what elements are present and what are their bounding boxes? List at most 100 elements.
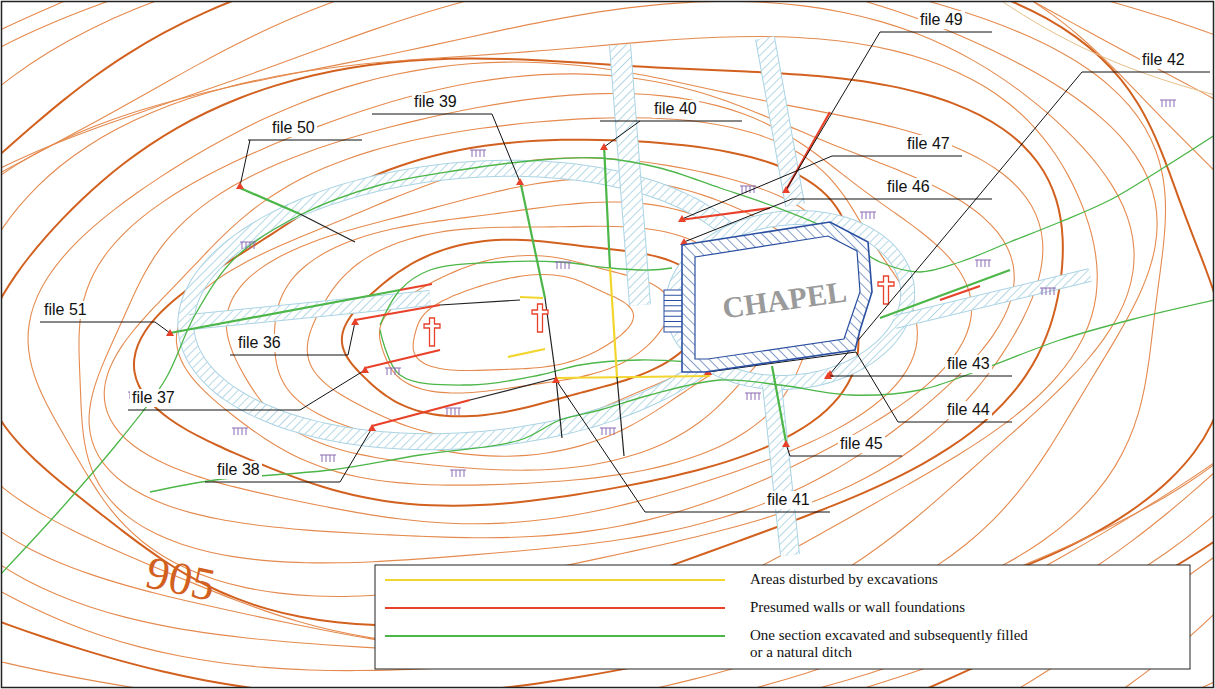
label-underline — [645, 512, 830, 513]
slope-ticks — [445, 408, 461, 415]
file-label: file 39 — [412, 93, 459, 111]
contour-line — [89, 93, 972, 537]
label-underline — [248, 140, 362, 141]
file-label: file 47 — [905, 135, 952, 153]
label-underline — [40, 322, 155, 323]
file-label: file 43 — [945, 355, 992, 373]
file-label: file 45 — [838, 435, 885, 453]
label-underline — [600, 121, 742, 122]
legend-swatch — [385, 635, 725, 637]
hatched-band — [186, 168, 754, 442]
trench-line — [400, 284, 432, 290]
file-label: file 44 — [945, 401, 992, 419]
file-label: file 42 — [1140, 51, 1187, 69]
slope-ticks — [470, 150, 486, 157]
legend-text: Areas disturbed by excavations — [750, 571, 1035, 588]
trench-line — [604, 145, 610, 268]
label-underline — [792, 199, 992, 200]
legend-text: Presumed walls or wall foundations — [750, 599, 1035, 616]
leader-line — [786, 32, 880, 190]
trench-line — [556, 376, 710, 378]
hatched-band — [672, 218, 907, 383]
leader-marker — [552, 376, 560, 383]
road-line — [1000, 2, 1213, 95]
leader-marker — [678, 215, 686, 222]
leader-line — [340, 428, 372, 482]
leader-line — [300, 370, 365, 410]
legend-swatch — [385, 607, 725, 609]
elevation-label: 905 — [140, 548, 221, 610]
ditch-line — [2, 135, 1213, 575]
trench-line — [610, 268, 617, 377]
leader-line — [682, 156, 832, 219]
trench-line — [508, 349, 545, 357]
leader-marker — [351, 318, 359, 325]
slope-ticks — [975, 260, 991, 267]
leader-line — [155, 322, 170, 333]
file-label: file 46 — [885, 178, 932, 196]
label-underline — [832, 156, 962, 157]
hatched-band — [620, 45, 640, 305]
trench-line — [880, 270, 1010, 318]
slope-ticks — [1040, 288, 1056, 295]
hatched-band — [895, 275, 1090, 322]
leader-line — [604, 121, 640, 147]
ditch-line — [380, 261, 672, 325]
slope-ticks — [232, 428, 248, 435]
trench-line — [240, 188, 300, 214]
leader-marker — [824, 372, 832, 379]
legend-text: One section excavated and subsequently f… — [750, 627, 1035, 661]
contour-line — [307, 226, 741, 438]
leader-marker — [782, 440, 790, 447]
leader-marker — [236, 182, 244, 189]
contour-line — [2, 58, 1063, 625]
slope-ticks — [450, 470, 466, 477]
grave-cross — [532, 304, 548, 332]
contour-line — [413, 275, 633, 371]
label-underline — [1082, 72, 1210, 73]
trench-line — [940, 286, 980, 300]
file-label: file 41 — [765, 491, 812, 509]
trench-line — [470, 378, 556, 400]
leader-marker — [368, 424, 376, 431]
contour-line — [28, 62, 1043, 596]
label-underline — [898, 422, 1012, 423]
leader-marker — [516, 178, 524, 185]
label-underline — [205, 482, 340, 483]
slope-ticks — [320, 455, 336, 462]
legend-swatch — [385, 579, 725, 581]
contour-line — [79, 74, 1014, 563]
slope-ticks — [385, 368, 401, 375]
trench-line — [520, 180, 545, 298]
trench-line — [170, 290, 400, 333]
leader-marker — [166, 329, 174, 336]
leader-marker — [600, 143, 608, 150]
contour-line — [2, 2, 1134, 654]
slope-ticks — [555, 262, 571, 269]
label-underline — [880, 32, 992, 33]
slope-ticks — [600, 428, 616, 435]
slope-ticks — [240, 242, 256, 249]
grave-cross — [424, 318, 440, 346]
file-label: file 36 — [236, 334, 283, 352]
trench-line — [365, 350, 440, 368]
trench-line — [617, 377, 624, 456]
trench-line — [520, 297, 543, 298]
label-underline — [230, 355, 348, 356]
slope-ticks — [1160, 100, 1176, 107]
leader-line — [830, 72, 1082, 374]
